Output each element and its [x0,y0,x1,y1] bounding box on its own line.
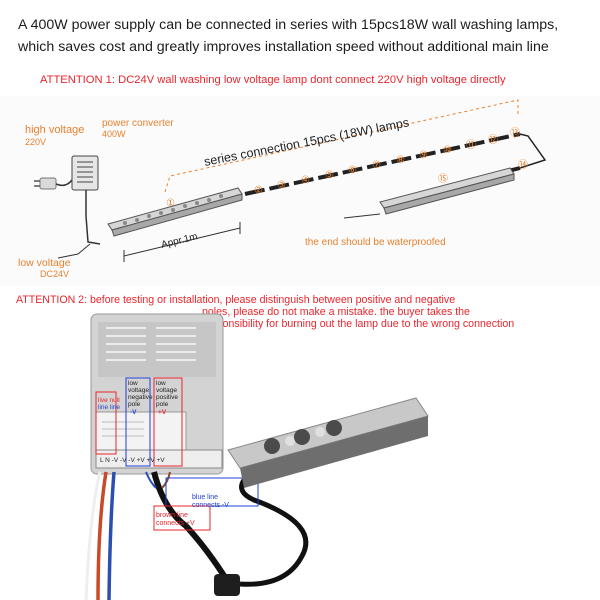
red-wire [96,471,108,600]
power-plug-icon [34,177,73,190]
negative-label-2: voltage [128,387,149,394]
waterproof-connector [214,574,240,596]
high-voltage-label: high voltage [25,124,84,136]
brown-line-box [153,505,211,531]
converter-label: power converter [102,118,174,129]
lamp-number: ⑦ [372,160,381,171]
waterproof-leader [343,213,381,219]
negative-label-3: negative [128,394,153,401]
positive-pole-box [153,377,183,467]
attention-2-continued: poles, please do not make a mistake. the… [202,306,600,330]
series-wiring-diagram: high voltage 220V power converter 400W s… [0,96,600,286]
blue-lead [145,471,157,489]
lamp-number: ④ [301,175,310,186]
lamp-number: ⑭ [518,159,528,171]
black-cable [151,471,231,584]
converter-output-cable [85,190,101,245]
low-voltage-label: low voltage [18,257,71,269]
lamp-number: ⑥ [348,165,357,176]
power-converter-icon [71,155,99,191]
blue-line-label-2: connects -V [192,502,229,509]
live-null-box [95,391,117,455]
lamp-number: ⑪ [466,139,476,151]
lamp-number: ⑩ [443,145,452,156]
blue-line-box [165,477,259,507]
live-null-label-2: line line [98,404,120,411]
positive-label-1: low [156,380,166,387]
negative-sign: -V [130,409,137,416]
negative-pole-box [125,377,151,467]
intro-line-1: A 400W power supply can be connected in … [18,17,559,33]
lamp-chain-upper [244,132,521,196]
live-null-label: live null [98,397,120,404]
converter-value: 400W [102,129,126,139]
terminal-labels: L N -V -V -V +V +V +V [100,457,165,464]
end-loop-cable [519,133,547,169]
attention-2-line-3: responsibility for burning out the lamp … [202,318,515,330]
lamp-number: ② [254,185,263,196]
lamp-number: ⑬ [510,127,520,139]
blue-line-label: blue line [192,494,218,501]
lamp-number: ⑨ [419,150,428,161]
positive-sign: +V [158,409,167,416]
lamp-number: ③ [277,180,286,191]
negative-label-1: low [128,380,138,387]
attention-1: ATTENTION 1: DC24V wall washing low volt… [40,74,506,86]
brown-line-label-2: connects +V [156,520,195,527]
positive-label-2: voltage [156,387,177,394]
brown-lead [161,471,171,489]
lamp-number: ⑮ [438,173,448,185]
wall-washer-lamp [107,187,243,237]
lamp-cable [239,459,309,587]
wall-washer-lamp-photo [227,397,429,488]
lamp-number: ⑤ [325,170,334,181]
end-note: the end should be waterproofed [305,237,446,248]
attention-2-line-1: ATTENTION 2: before testing or installat… [16,294,456,306]
wall-washer-lamp-end [379,167,515,215]
intro-line-2: which saves cost and greatly improves in… [18,39,549,55]
diagram-background [0,96,600,286]
low-voltage-leader [57,243,91,259]
negative-label-4: pole [128,401,141,408]
length-dimension [123,222,241,262]
lamp-number: ① [166,198,175,209]
lamp-number: ⑫ [488,134,498,146]
lamp-number: ⑧ [396,155,405,166]
high-voltage-value: 220V [25,137,46,147]
brown-line-label: brown line [156,512,188,519]
positive-label-3: positive [156,394,178,401]
intro-text: A 400W power supply can be connected in … [18,14,596,58]
power-supply-photo: live null line line low voltage negative… [84,313,429,600]
attention-2-line-2: poles, please do not make a mistake. the… [202,306,470,318]
power-supply-unit [90,313,224,475]
blue-wire [107,471,116,600]
low-voltage-value: DC24V [40,269,69,279]
white-wire [84,471,102,600]
positive-label-4: pole [156,401,169,408]
series-dashed-bracket [164,99,519,193]
